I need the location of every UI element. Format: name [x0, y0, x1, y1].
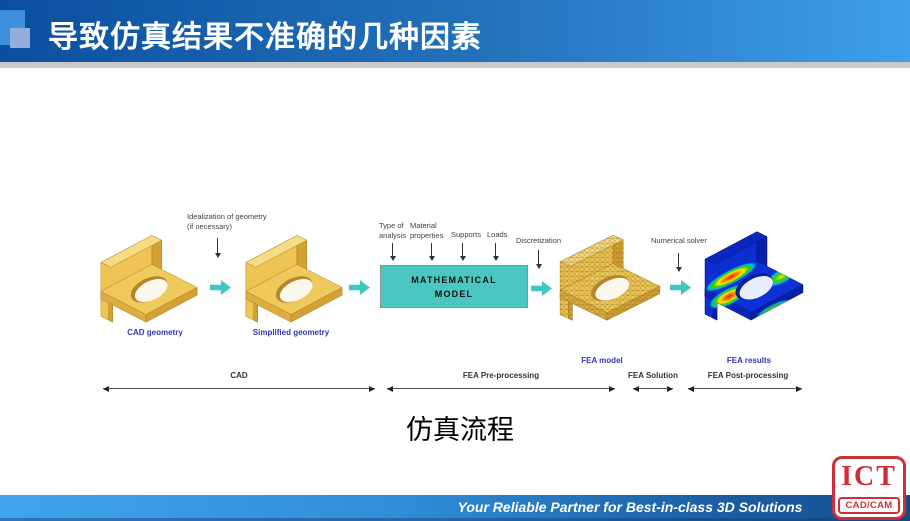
arrow-right-icon	[531, 281, 552, 296]
footer-bar	[0, 495, 910, 521]
diagram-caption: 仿真流程	[406, 415, 514, 445]
footer-bottom-edge	[0, 518, 910, 521]
arrow-down-icon	[214, 238, 221, 258]
logo-ict-text: ICT	[841, 461, 897, 492]
phase-label-fea-solution: FEA Solution	[628, 371, 678, 380]
phase-label-fea-post-processing: FEA Post-processing	[707, 371, 789, 380]
loads-annotation: Loads	[487, 230, 508, 239]
numerical-solver-annotation: Numerical solver	[651, 236, 707, 245]
ict-cadcam-logo: ICT CAD/CAM	[832, 456, 906, 520]
cad-geometry-label: CAD geometry	[127, 328, 183, 337]
phase-label-cad: CAD	[230, 371, 248, 380]
fea-model-image	[554, 235, 660, 324]
fea-results-image	[699, 218, 811, 324]
arrow-down-icon	[389, 243, 396, 261]
header-decor-square-small	[10, 28, 30, 48]
mathematical-model-line1: MATHEMATICAL	[411, 274, 497, 285]
arrow-right-icon	[670, 280, 691, 295]
type-of-analysis-annotation: Type of analysis	[379, 221, 407, 241]
supports-annotation: Supports	[451, 230, 482, 239]
header-bar: 导致仿真结果不准确的几种因素	[0, 0, 910, 62]
phase-extent-arrow	[633, 385, 673, 392]
idealization-annotation: Idealization of geometry (if necessary)	[187, 212, 267, 232]
material-properties-annotation: Material properties	[410, 221, 444, 241]
arrow-right-icon	[349, 280, 370, 295]
arrow-down-icon	[535, 250, 542, 269]
arrow-down-icon	[675, 253, 682, 272]
page-title: 导致仿真结果不准确的几种因素	[48, 21, 482, 54]
arrow-down-icon	[459, 243, 466, 261]
arrow-down-icon	[492, 243, 499, 261]
phase-extent-arrow	[387, 385, 615, 392]
simplified-geometry-image	[240, 222, 350, 326]
logo-cadcam-badge: CAD/CAM	[838, 497, 900, 514]
phase-extent-arrow	[688, 385, 802, 392]
header-divider	[0, 62, 910, 68]
arrow-right-icon	[210, 280, 231, 295]
fea-model-label: FEA model	[581, 356, 623, 365]
arrow-down-icon	[428, 243, 435, 261]
phase-extent-arrow	[103, 385, 375, 392]
fea-results-label: FEA results	[726, 356, 772, 365]
discretization-annotation: Discretization	[516, 236, 562, 245]
footer-tagline: Your Reliable Partner for Best-in-class …	[457, 499, 803, 515]
phase-label-fea-pre-processing: FEA Pre-processing	[462, 371, 540, 380]
cad-geometry-image	[95, 222, 205, 326]
simplified-geometry-label: Simplified geometry	[252, 328, 330, 337]
mathematical-model-line2: MODEL	[434, 288, 474, 299]
mathematical-model-box: MATHEMATICAL MODEL	[380, 265, 528, 308]
